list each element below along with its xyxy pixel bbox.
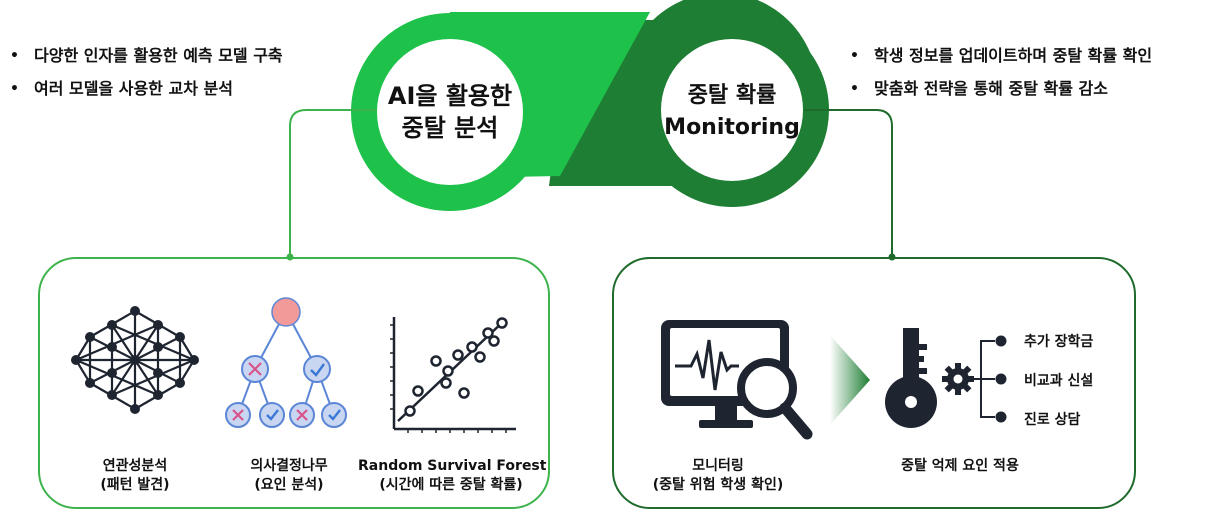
left-bullet-item: 여러 모델을 사용한 교차 분석 [6, 78, 283, 111]
right-bullet-list: 학생 정보를 업데이트하며 중탈 확률 확인 맞춤화 전략을 통해 중탈 확률 … [846, 45, 1152, 111]
option-new-extracurricular: 비교과 신설 [1024, 373, 1094, 389]
association-analysis-caption: 연관성분석 (패턴 발견) [100, 458, 170, 493]
decision-tree-caption: 의사결정나무 (요인 분석) [250, 458, 328, 493]
scatter-plot-icon [390, 317, 516, 433]
left-bullet-list: 다양한 인자를 활용한 예측 모델 구축 여러 모델을 사용한 교차 분석 [6, 45, 283, 111]
monitor-search-icon [661, 320, 813, 440]
right-bullet-item: 맞춤화 전략을 통해 중탈 확률 감소 [846, 78, 1152, 111]
ai-analysis-panel [38, 257, 550, 509]
left-bullet-item: 다양한 인자를 활용한 예측 모델 구축 [6, 45, 283, 78]
monitoring-panel [612, 257, 1136, 509]
option-career-counseling: 진로 상담 [1024, 412, 1081, 428]
random-survival-forest-caption: Random Survival Forest (시간에 따른 중탈 확률) [358, 458, 547, 493]
monitoring-caption: 모니터링 (중탈 위험 학생 확인) [652, 458, 784, 493]
right-connector-line [804, 109, 893, 257]
left-circle-title: AI을 활용한 중탈 분석 [387, 82, 513, 142]
left-connector-line [289, 109, 376, 257]
right-bullet-item: 학생 정보를 업데이트하며 중탈 확률 확인 [846, 45, 1152, 78]
right-circle-title: 중탈 확률 Monitoring [664, 83, 800, 140]
strategy-caption: 중탈 억제 요인 적용 [901, 458, 1019, 474]
arrow-right-icon [830, 335, 870, 425]
decision-tree-icon [225, 297, 347, 428]
neural-network-icon [71, 306, 199, 414]
key-gear-icon [885, 328, 1007, 428]
option-scholarship: 추가 장학금 [1024, 334, 1094, 350]
